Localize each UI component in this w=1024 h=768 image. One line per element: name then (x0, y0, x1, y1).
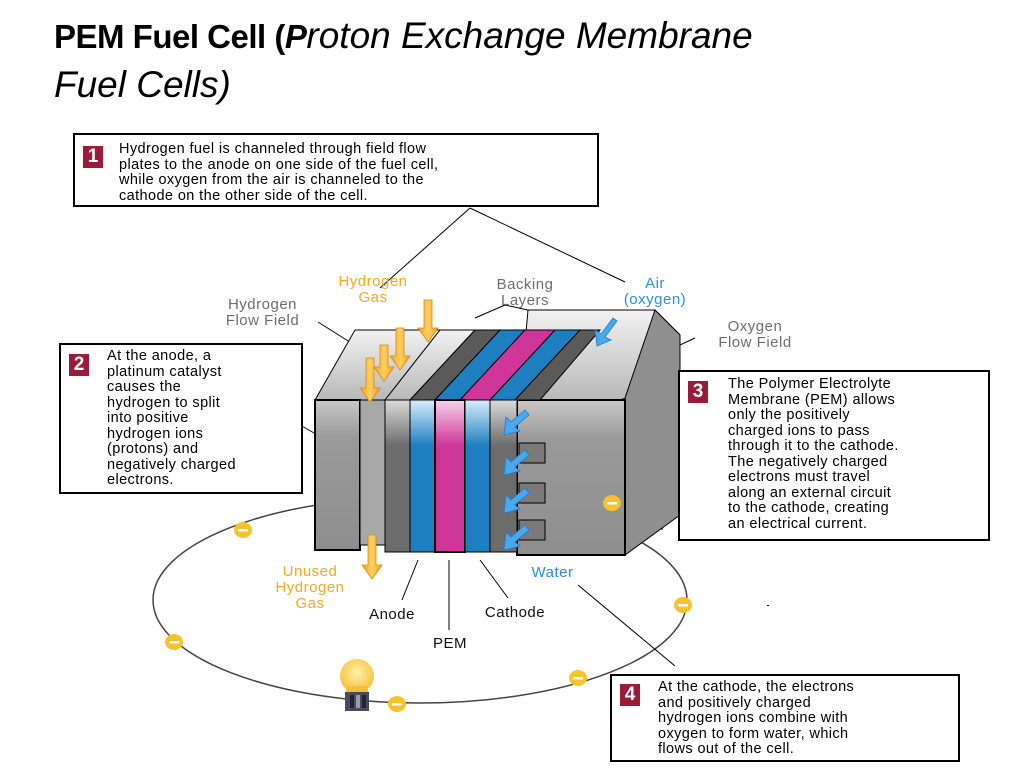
electron-icon (165, 634, 183, 650)
callout-4: 4 At the cathode, the electrons and posi… (610, 674, 960, 762)
title-italic: roton Exchange Membrane (306, 15, 753, 56)
label-water: Water (531, 564, 574, 581)
page-title: PEM Fuel Cell (Proton Exchange Membrane … (54, 12, 954, 109)
label-unused-hydrogen-gas: Unused Hydrogen Gas (275, 563, 345, 612)
electron-icon (674, 597, 692, 613)
label-pem: PEM (432, 635, 467, 652)
label-oxygen-flow-field: Oxygen Flow Field (718, 318, 792, 351)
label-hydrogen-gas: Hydrogen Gas (338, 273, 408, 306)
callout-number-badge: 3 (688, 381, 708, 403)
oxygen-arrows (503, 317, 618, 551)
electron-icon (603, 495, 621, 511)
callout-3: 3 The Polymer Electrolyte Membrane (PEM)… (678, 370, 990, 541)
callout-2-text: At the anode, a platinum catalyst causes… (107, 348, 236, 488)
label-anode: Anode (369, 606, 415, 623)
callout-number-badge: 1 (83, 146, 103, 168)
title-bold-p: P (284, 18, 307, 55)
unused-hydrogen-arrow (361, 534, 383, 580)
electron-icon (234, 522, 252, 538)
label-backing-layers: Backing Layers (496, 276, 554, 309)
light-bulb-icon (340, 659, 374, 711)
callout-1: 1 Hydrogen fuel is channeled through fie… (73, 133, 599, 207)
callout-number-badge: 4 (620, 684, 640, 706)
electron-icon (569, 670, 587, 686)
hydrogen-arrows (359, 299, 439, 580)
label-hydrogen-flow-field: Hydrogen Flow Field (225, 296, 300, 329)
title-line2: Fuel Cells) (54, 64, 231, 105)
label-cathode: Cathode (484, 604, 546, 621)
fuel-cell-block (314, 309, 681, 556)
electron-icon (388, 696, 406, 712)
label-air-oxygen: Air (oxygen) (623, 275, 687, 308)
callout-1-text: Hydrogen fuel is channeled through field… (119, 141, 439, 204)
electrons (165, 495, 692, 712)
callout-3-text: The Polymer Electrolyte Membrane (PEM) a… (728, 376, 899, 532)
callout-2: 2 At the anode, a platinum catalyst caus… (59, 343, 303, 494)
callout-4-text: At the cathode, the electrons and positi… (658, 679, 855, 757)
callout-number-badge: 2 (69, 354, 89, 376)
title-bold: PEM Fuel Cell ( (54, 18, 285, 55)
